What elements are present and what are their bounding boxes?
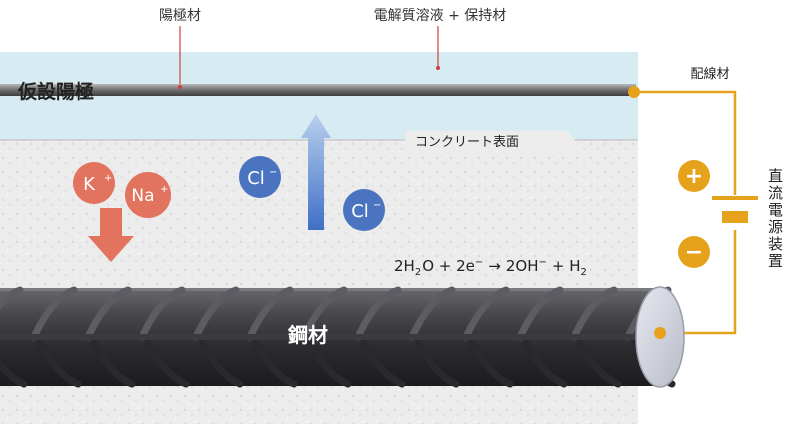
rebar-top-edge [0,288,660,291]
steel-terminal-front [654,327,666,339]
dc-power-supply-label: 直流電源装置 [766,168,784,270]
rebar-longitudinal-ridge [0,334,640,340]
rebar-rib-lower [144,339,190,388]
plus-sign: + [685,164,703,189]
reaction-part-3: 2OH [506,257,539,275]
cation-k: K + [73,162,115,204]
na-ion-charge: + [160,184,168,195]
concrete-surface-label: コンクリート表面 [415,135,519,150]
k-ion-icon [73,162,115,204]
anode-material-label: 陽極材 [159,8,201,24]
rebar-rib-upper [30,286,78,341]
cation-migration-arrow [88,208,134,262]
wiring-label: 配線材 [690,66,729,82]
reaction-part-4: + H [552,257,581,275]
anode-terminal [628,86,640,98]
electrolyte-label: 電解質溶液 + 保持材 [374,8,507,24]
reaction-sup-2: − [539,257,547,268]
positive-wire [634,90,737,195]
rebar-rib-lower [414,339,460,388]
battery-plate-short [722,211,748,223]
rebar-rib-upper [408,286,456,341]
cl-ion-charge-2: − [373,200,381,211]
cation-na: Na + [125,172,171,218]
rebar-rib-lower [90,339,136,388]
cl-ion-icon-1 [239,156,281,198]
rebar-rib-upper [462,286,510,341]
cl-ion-icon-2 [343,189,385,231]
cl-ion-charge-1: − [269,167,277,178]
minus-sign: − [685,240,703,265]
rebar-rib-upper [0,286,24,311]
rebar-rib-upper [138,286,186,341]
reaction-sub-2: 2 [581,267,587,278]
minus-icon [678,236,710,268]
cathode-reaction: 2H2O + 2e−→2OH−+ H2 [394,257,587,278]
cl-ion-symbol-2: Cl [351,201,369,222]
negative-wire [660,230,737,335]
rebar-rib-lower [36,339,82,388]
anion-cl-2: Cl − [343,189,385,231]
reaction-part-1: 2H [394,257,415,275]
steel-rebar [0,286,685,388]
rebar-rib-lower [522,339,568,388]
k-ion-charge: + [104,173,112,184]
wiring-circuit [634,90,737,335]
rebar-rib-lower [360,339,406,388]
dc-power-supply-icon [712,196,758,223]
reaction-sup-1: − [475,257,483,268]
reaction-sub-1: 2 [415,267,421,278]
reaction-part-2: O + 2e [422,257,475,275]
plus-icon [678,160,710,192]
rebar-rib-lower [198,339,244,388]
rebar-rib-upper [84,286,132,341]
na-ion-icon [125,172,171,218]
steel-label: 鋼材 [288,323,328,347]
k-ion-symbol: K [83,174,96,195]
electrolyte-leader-dot [436,66,440,70]
cl-ion-symbol-1: Cl [247,168,265,189]
reaction-arrow: → [488,257,501,275]
na-ion-symbol: Na [131,186,154,206]
anode-material-leader-dot [178,85,182,89]
rebar-rib-lower [0,358,28,388]
rebar-rib-lower [306,339,352,388]
rebar-rib-upper [516,286,564,341]
anion-migration-arrow [301,114,331,230]
concrete-surface-tab [405,131,582,150]
rebar-rib-upper [192,286,240,341]
rebar-rib-lower [576,339,622,388]
anion-cl-1: Cl − [239,156,281,198]
rebar-rib-lower [468,339,514,388]
battery-plate-long [712,196,758,200]
temporary-anode-rod [0,84,636,96]
rebar-rib-upper [354,286,402,341]
rebar-rib-upper [300,286,348,341]
rebar-rib-upper [246,286,294,341]
temporary-anode-label: 仮設陽極 [17,80,94,103]
rebar-rib-upper [570,286,618,341]
rebar-rib-lower [252,339,298,388]
